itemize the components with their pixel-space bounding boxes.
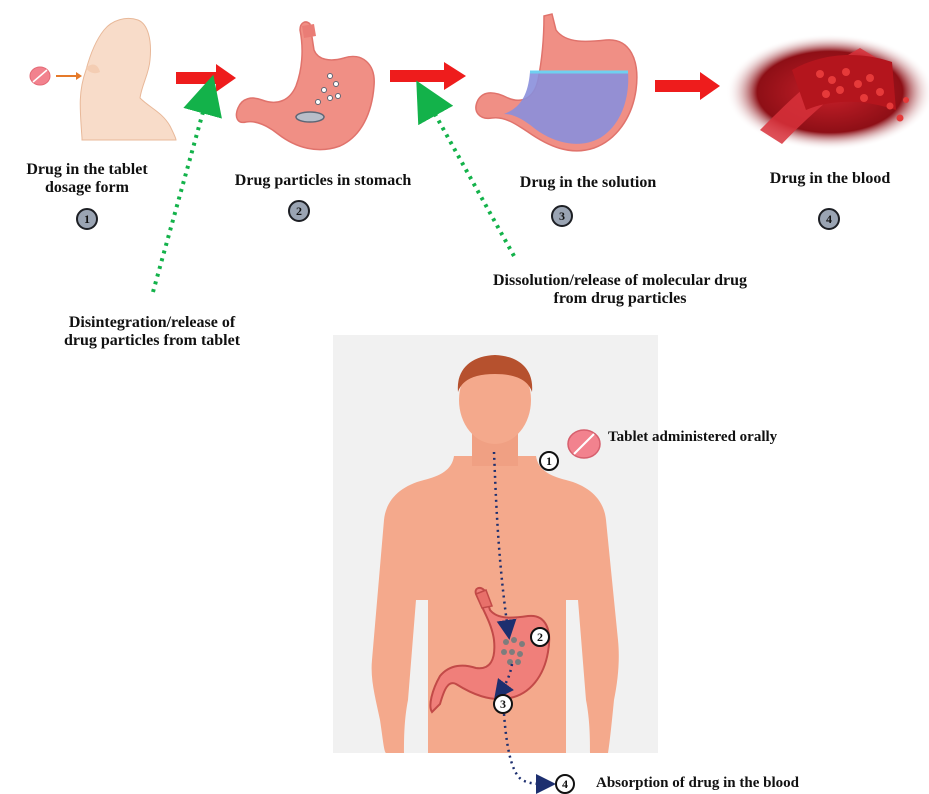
stage4-number-badge: 4 [818,208,840,230]
stage1-label: Drug in the tablet dosage form [4,161,170,198]
disintegration-label: Disintegration/release of drug particles… [36,314,268,351]
stage1-head-illustration [30,18,176,140]
disintegration-label-line1: Disintegration/release of [36,314,268,332]
stage1-number-badge: 1 [76,208,98,230]
stage4-blood-vessel-illustration [726,34,929,150]
dissolution-label-line1: Dissolution/release of molecular drug [462,272,778,290]
dissolution-label: Dissolution/release of molecular drug fr… [462,272,778,309]
absorption-label: Absorption of drug in the blood [596,775,799,792]
body-step2-badge: 2 [530,627,550,647]
body-step3-badge: 3 [493,694,513,714]
stage2-label: Drug particles in stomach [208,172,438,190]
tablet-administered-label: Tablet administered orally [608,429,777,446]
disintegration-label-line2: drug particles from tablet [36,332,268,350]
dissolution-label-line2: from drug particles [462,290,778,308]
stage2-stomach-illustration [236,22,374,150]
stage3-number-badge: 3 [551,205,573,227]
red-arrow-3 [655,72,720,100]
body-step1-badge: 1 [539,451,559,471]
stage1-label-line1: Drug in the tablet [4,161,170,179]
stage1-label-line2: dosage form [4,179,170,197]
body-diagram [333,335,658,784]
body-step4-badge: 4 [555,774,575,794]
stage4-label: Drug in the blood [735,170,925,188]
red-arrow-1 [176,64,236,92]
stage3-stomach-illustration [476,14,637,151]
red-arrow-2 [390,62,466,90]
stage2-number-badge: 2 [288,200,310,222]
stage3-label: Drug in the solution [490,174,686,192]
